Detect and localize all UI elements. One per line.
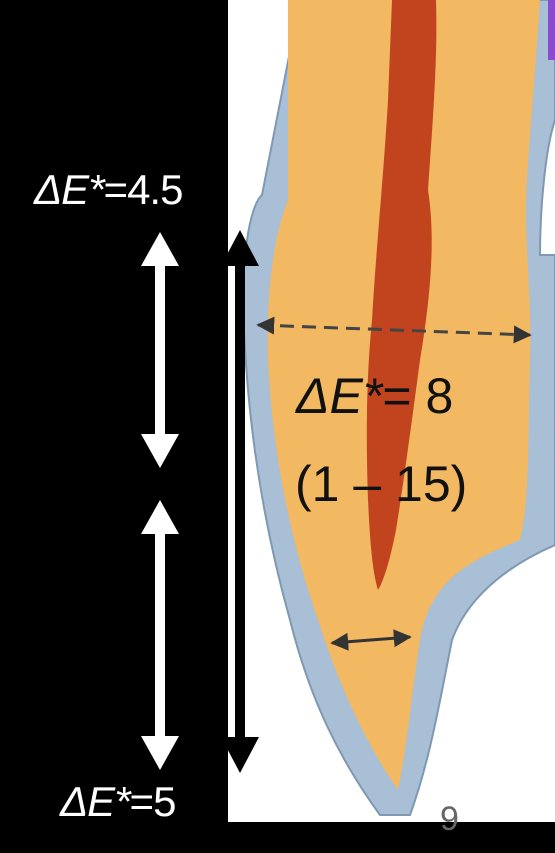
delta-e-value: =4.5 <box>103 166 184 213</box>
edge-decoration <box>548 0 555 60</box>
delta-e-symbol: ΔE* <box>60 778 131 825</box>
delta-e-top-label: ΔE*=4.5 <box>34 166 184 214</box>
delta-e-value: = 8 <box>382 368 454 424</box>
delta-e-bottom-label: ΔE*=5 <box>60 778 177 826</box>
black-arrow <box>221 230 259 773</box>
lower-measure-line <box>330 629 412 651</box>
delta-e-symbol: ΔE* <box>34 166 105 213</box>
delta-e-symbol: ΔE* <box>296 368 383 424</box>
delta-e-value: =5 <box>129 778 177 825</box>
white-arrow-upper <box>141 232 179 468</box>
white-arrow-lower <box>141 500 179 770</box>
dashed-measure-line <box>256 316 532 344</box>
delta-e-center-label: ΔE*= 8 <box>296 367 453 425</box>
pulp-canal <box>366 0 437 590</box>
delta-e-range-label: (1 – 15) <box>295 456 468 512</box>
slide-number: 9 <box>440 800 459 838</box>
